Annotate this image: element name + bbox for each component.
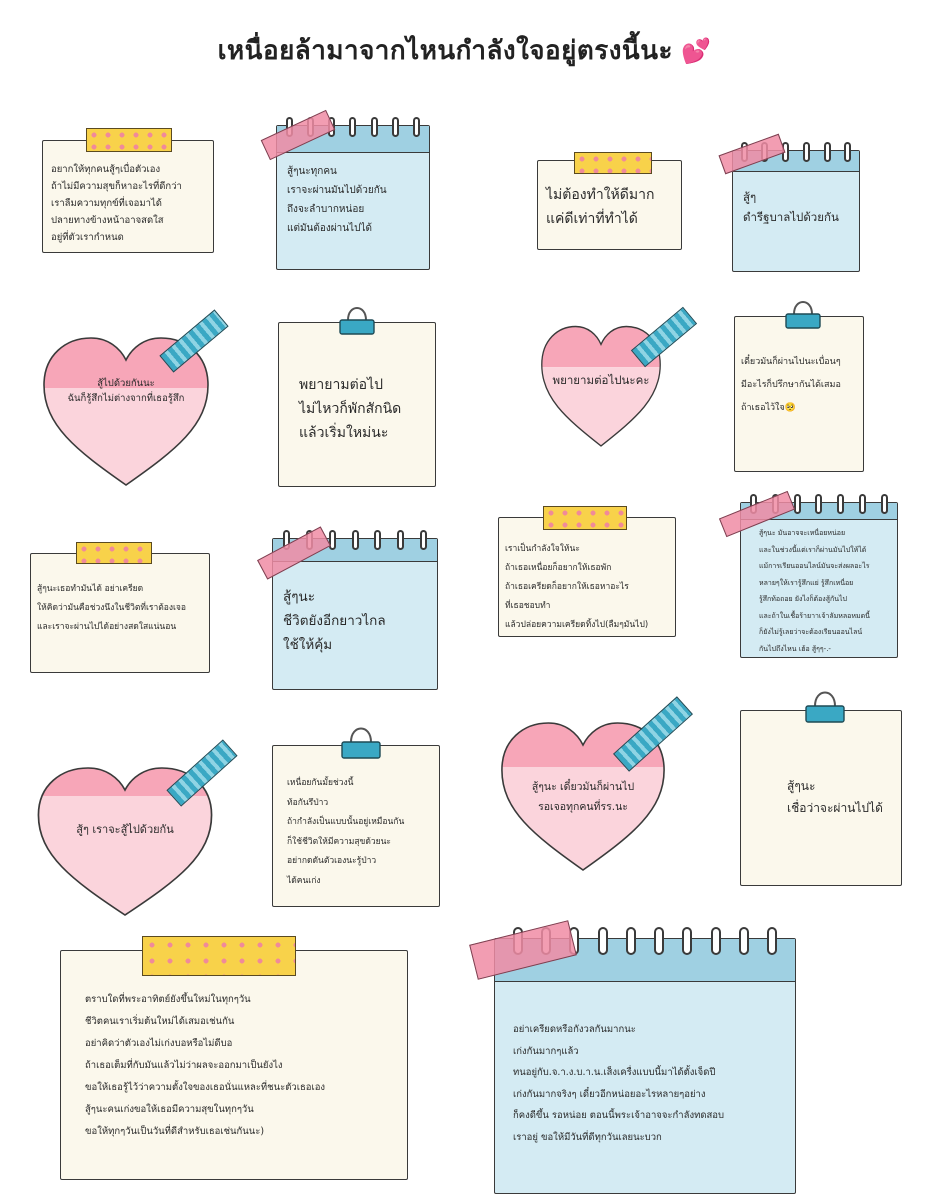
note-17-text: ตราบใดที่พระอาทิตย์ยังขึ้นใหม่ในทุกๆวัน … — [85, 994, 326, 1137]
note-7-text: พยายามต่อไปนะคะ — [552, 373, 650, 387]
note-5-text: สู้ไปด้วยกันนะ ฉันก็รู้สึกไม่ต่างจากที่เ… — [67, 378, 185, 404]
note-12-text: สู้ๆนะ มันอาจจะเหนื่อยหน่อย และในช่วงนี้… — [759, 529, 870, 653]
note-2-text: สู้ๆนะทุกคน เราจะผ่านมันไปด้วยกัน ถึงจะล… — [287, 166, 387, 234]
note-8: เดี๋ยวมันก็ผ่านไปนะเบื่อนๆ มีอะไรก็ปรึกษ… — [734, 316, 864, 472]
heart-shape — [37, 767, 213, 916]
note-9: สู้ๆนะเธอทำมันได้ อย่าเครียด ให้คิดว่ามั… — [30, 553, 210, 673]
hearts-emoji: 💕 — [680, 37, 712, 65]
note-18: อย่าเครียดหรือกังวลกันมากนะ เก่งกันมากๆแ… — [494, 927, 796, 1194]
yellow-tape — [142, 936, 296, 976]
pleading-face-icon: 🥺 — [784, 403, 796, 413]
note-12: สู้ๆนะ มันอาจจะเหนื่อยหน่อย และในช่วงนี้… — [740, 494, 898, 658]
note-11: เราเป็นกำลังใจให้นะ ถ้าเธอเหนื่อยก็อยากใ… — [498, 517, 676, 637]
binder-clip-icon — [341, 727, 381, 759]
note-16-text: สู้ๆนะ เชื่อว่าจะผ่านไปได้ — [787, 779, 883, 815]
note-8-body: เดี๋ยวมันก็ผ่านไปนะเบื่อนๆ มีอะไรก็ปรึกษ… — [741, 357, 841, 413]
heart-note-15: สู้ๆนะ เดี๋ยวมันก็ผ่านไป รอเจอทุกคนที่รร… — [494, 715, 672, 875]
note-3-text: ไม่ต้องทำให้ดีมาก แค่ดีเท่าที่ทำได้ — [546, 187, 655, 227]
note-16: สู้ๆนะ เชื่อว่าจะผ่านไปได้ — [740, 710, 902, 886]
note-14: เหนื่อยกันมั้ยช่วงนี้ ท้อกันรึป่าว ถ้ากำ… — [272, 745, 440, 907]
heart-note-13: สู้ๆ เราจะสู้ไปด้วยกัน — [30, 760, 220, 920]
heart-shape — [43, 337, 209, 486]
title-text: เหนื่อยล้ามาจากไหนกำลังใจอยู่ตรงนี้นะ — [217, 36, 673, 66]
note-9-text: สู้ๆนะเธอทำมันได้ อย่าเครียด ให้คิดว่ามั… — [37, 584, 186, 632]
heart-note-5: สู้ไปด้วยกันนะ ฉันก็รู้สึกไม่ต่างจากที่เ… — [36, 330, 216, 490]
note-1-text: อยากให้ทุกคนสู้ๆเบื่อตัวเอง ถ้าไม่มีความ… — [51, 164, 182, 243]
heart-shape — [501, 722, 665, 871]
yellow-tape — [76, 542, 152, 564]
note-14-text: เหนื่อยกันมั้ยช่วงนี้ ท้อกันรึป่าว ถ้ากำ… — [287, 778, 405, 886]
note-4-text: สู้ๆ ดำรีฐบาลไปด้วยกัน — [743, 190, 839, 224]
note-18-text: อย่าเครียดหรือกังวลกันมากนะ เก่งกันมากๆแ… — [513, 1024, 725, 1143]
binder-clip-icon — [805, 691, 845, 723]
binder-clip-icon — [785, 301, 821, 329]
note-6: พยายามต่อไป ไม่ไหวก็พักสักนิด แล้วเริ่มใ… — [278, 322, 436, 487]
note-3: ไม่ต้องทำให้ดีมาก แค่ดีเท่าที่ทำได้ — [537, 160, 682, 250]
note-11-text: เราเป็นกำลังใจให้นะ ถ้าเธอเหนื่อยก็อยากใ… — [505, 544, 649, 630]
page-title: เหนื่อยล้ามาจากไหนกำลังใจอยู่ตรงนี้นะ💕 — [0, 30, 929, 71]
binder-clip-icon — [339, 307, 375, 335]
yellow-tape — [543, 506, 627, 530]
note-10-text: สู้ๆนะ ชีวิตยังอีกยาวไกล ใช้ให้คุ้ม — [283, 589, 386, 653]
note-1: อยากให้ทุกคนสู้ๆเบื่อตัวเอง ถ้าไม่มีความ… — [42, 140, 214, 253]
note-15-text: สู้ๆนะ เดี๋ยวมันก็ผ่านไป รอเจอทุกคนที่รร… — [531, 781, 635, 813]
yellow-tape — [574, 152, 652, 174]
note-2: สู้ๆนะทุกคน เราจะผ่านมันไปด้วยกัน ถึงจะล… — [276, 117, 430, 270]
note-13-text: สู้ๆ เราจะสู้ไปด้วยกัน — [76, 823, 174, 836]
yellow-tape — [86, 128, 172, 152]
note-6-text: พยายามต่อไป ไม่ไหวก็พักสักนิด แล้วเริ่มใ… — [299, 377, 402, 441]
note-4: สู้ๆ ดำรีฐบาลไปด้วยกัน — [732, 142, 860, 272]
note-17: ตราบใดที่พระอาทิตย์ยังขึ้นใหม่ในทุกๆวัน … — [60, 950, 408, 1180]
note-8-text: เดี๋ยวมันก็ผ่านไปนะเบื่อนๆ มีอะไรก็ปรึกษ… — [741, 351, 841, 420]
